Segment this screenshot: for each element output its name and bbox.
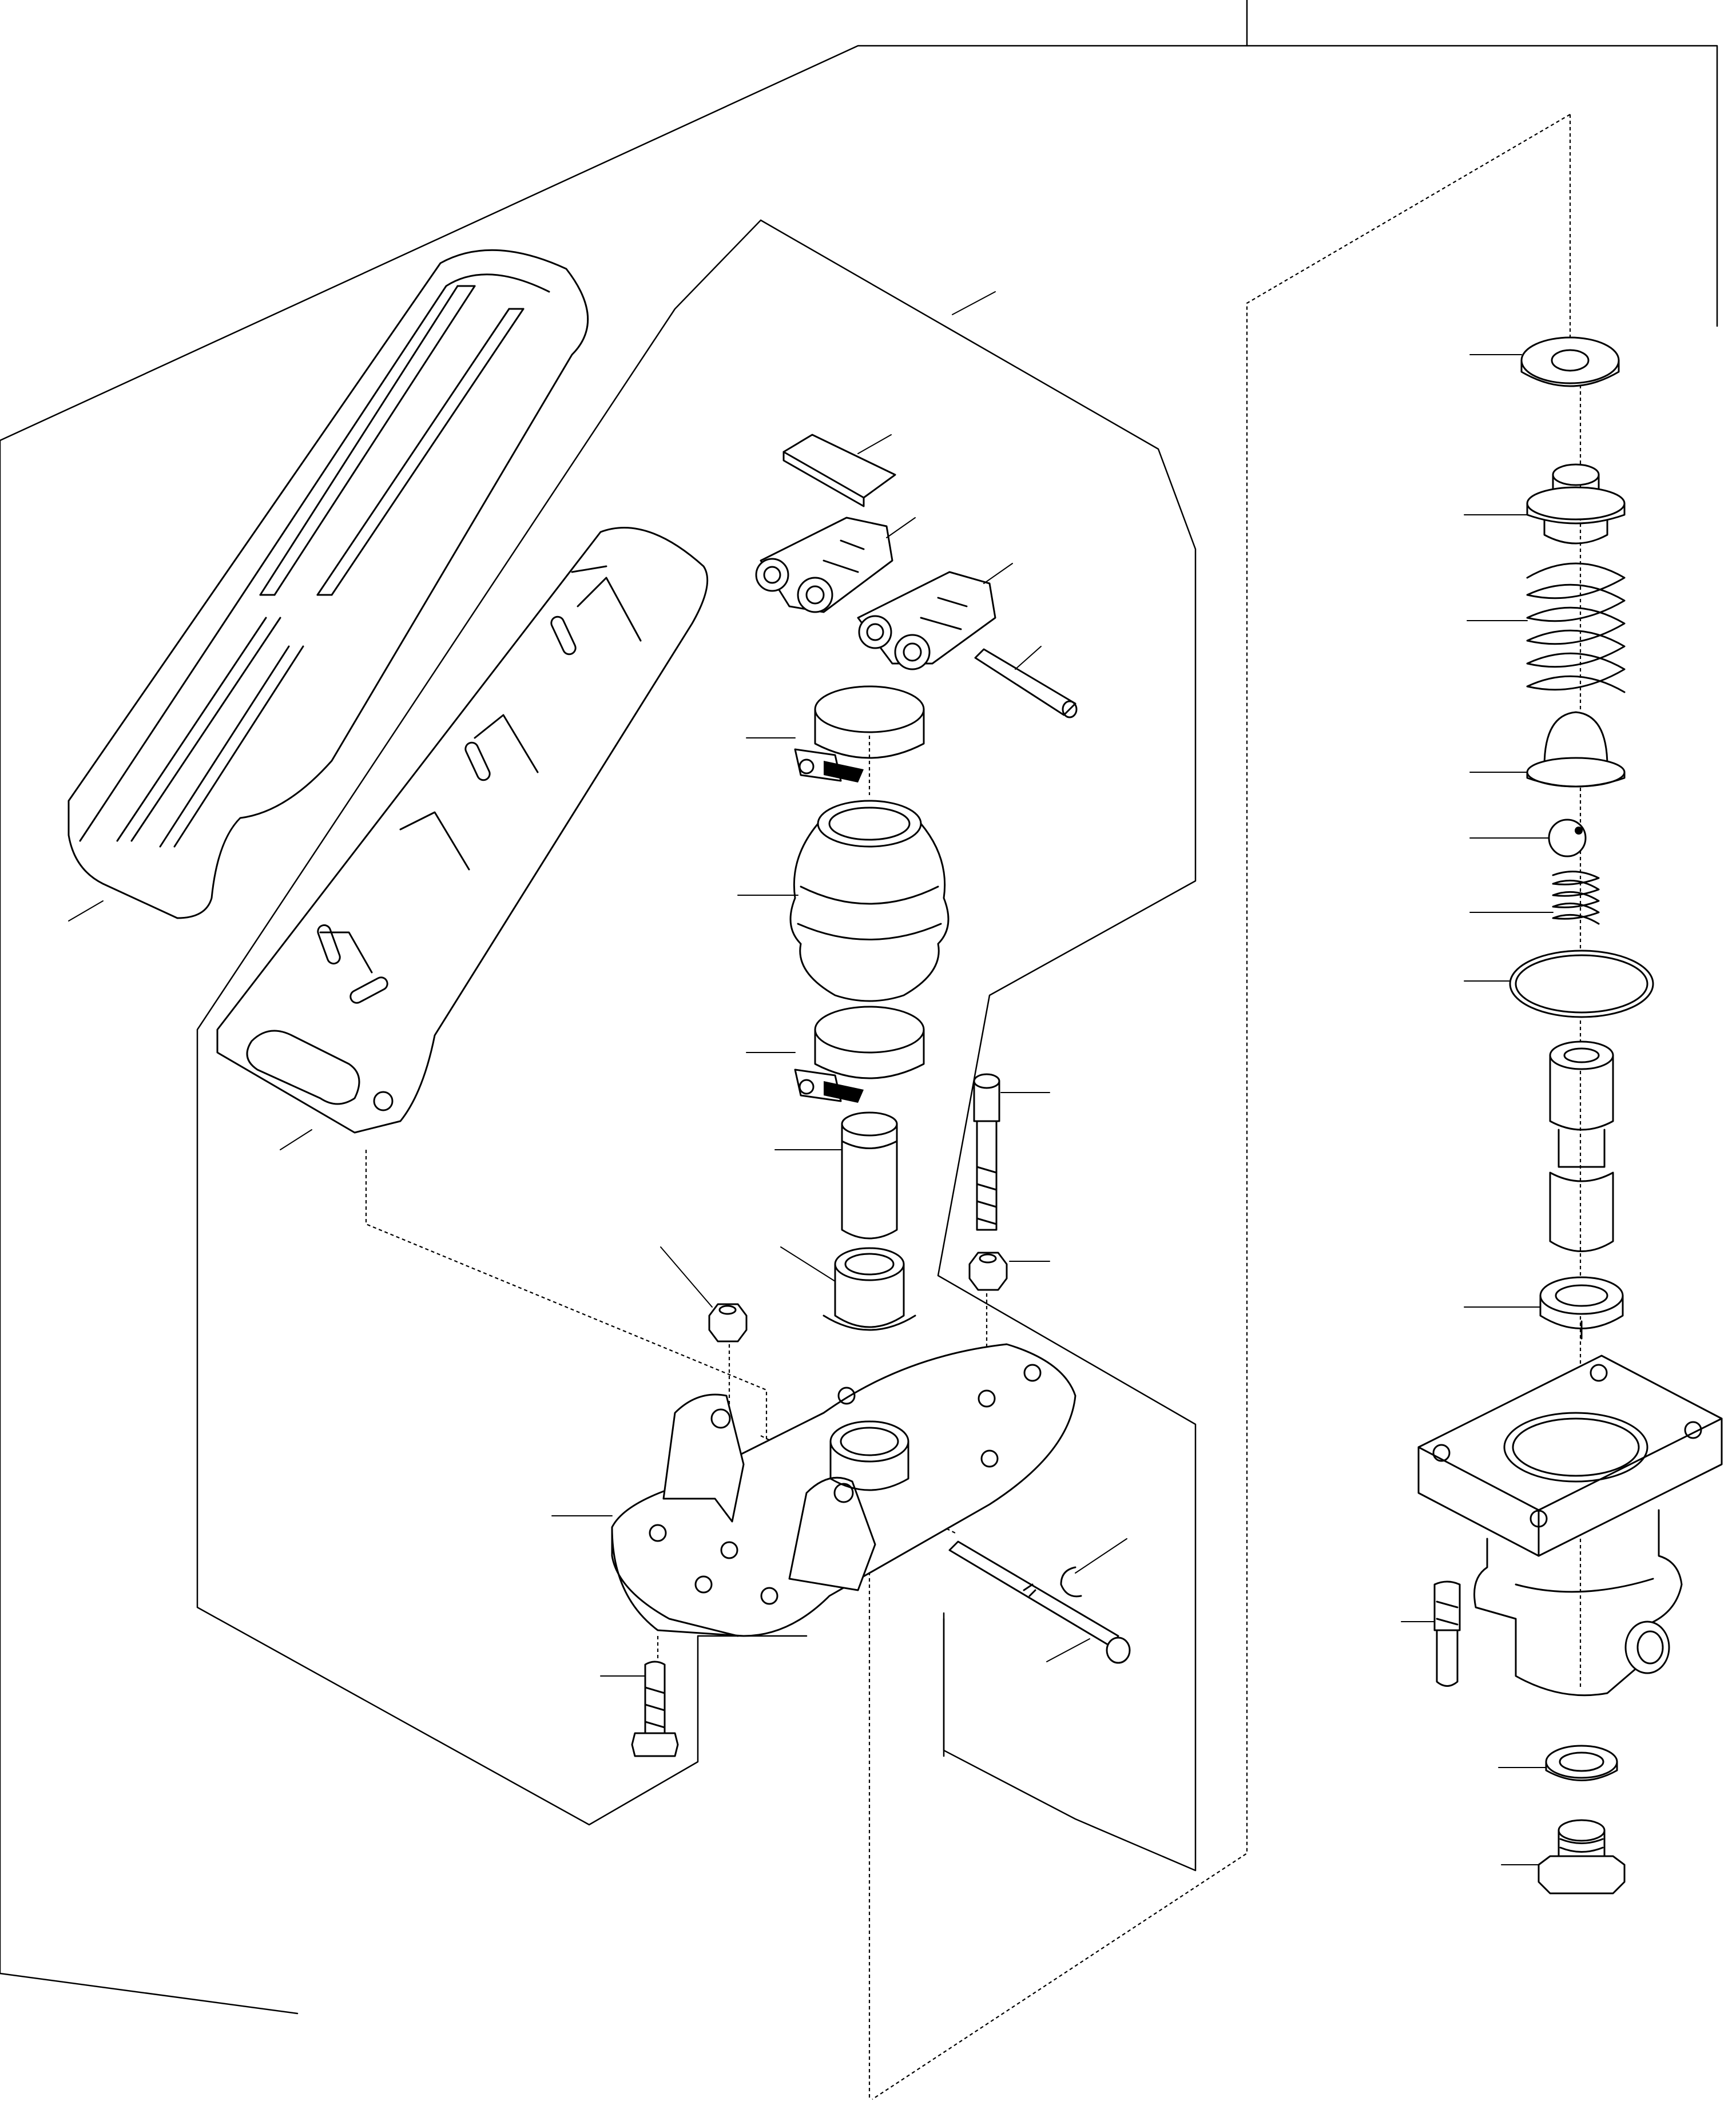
small-spring xyxy=(1552,871,1600,925)
drain-plug xyxy=(1538,1819,1626,1894)
clevis-upper xyxy=(755,517,893,613)
hose-clamp-lower xyxy=(794,1006,925,1103)
socket-bolt-right xyxy=(1433,1580,1461,1687)
hex-bolt-lower xyxy=(631,1661,679,1757)
guide-bushing xyxy=(823,1247,916,1331)
hex-nut-right xyxy=(968,1252,1008,1291)
pedal-pad xyxy=(67,249,589,919)
group-boundary-brake-valve xyxy=(872,114,1571,2100)
split-collar xyxy=(1539,1276,1624,1340)
return-spring xyxy=(1526,562,1626,693)
pedal-arm xyxy=(216,527,709,1134)
hose-clamp-upper xyxy=(794,685,925,783)
clevis-pin xyxy=(974,648,1078,718)
rubber-boot xyxy=(789,800,950,1002)
leader-lines xyxy=(68,291,1554,1865)
sealing-washer xyxy=(1545,1745,1618,1781)
clevis-lower xyxy=(857,571,996,670)
group-boundary-pedal-assembly xyxy=(196,219,1197,1872)
valve-dome xyxy=(1526,711,1626,788)
shim-plate xyxy=(782,434,896,507)
base-plate xyxy=(611,1343,1076,1637)
plunger-top xyxy=(1526,463,1626,545)
socket-bolt-upper xyxy=(973,1073,1000,1231)
group-boundary-outer xyxy=(0,0,1718,2015)
e-clip xyxy=(1060,1566,1082,1598)
valve-body xyxy=(1417,1355,1723,1697)
base-boss xyxy=(829,1420,909,1491)
o-ring xyxy=(1509,950,1654,1018)
valve-cap xyxy=(1520,336,1620,387)
valve-spool xyxy=(1549,1040,1614,1252)
check-ball xyxy=(1548,819,1587,857)
pivot-pin xyxy=(948,1540,1131,1664)
hex-nut-left xyxy=(708,1303,748,1343)
piston-rod xyxy=(841,1111,898,1240)
